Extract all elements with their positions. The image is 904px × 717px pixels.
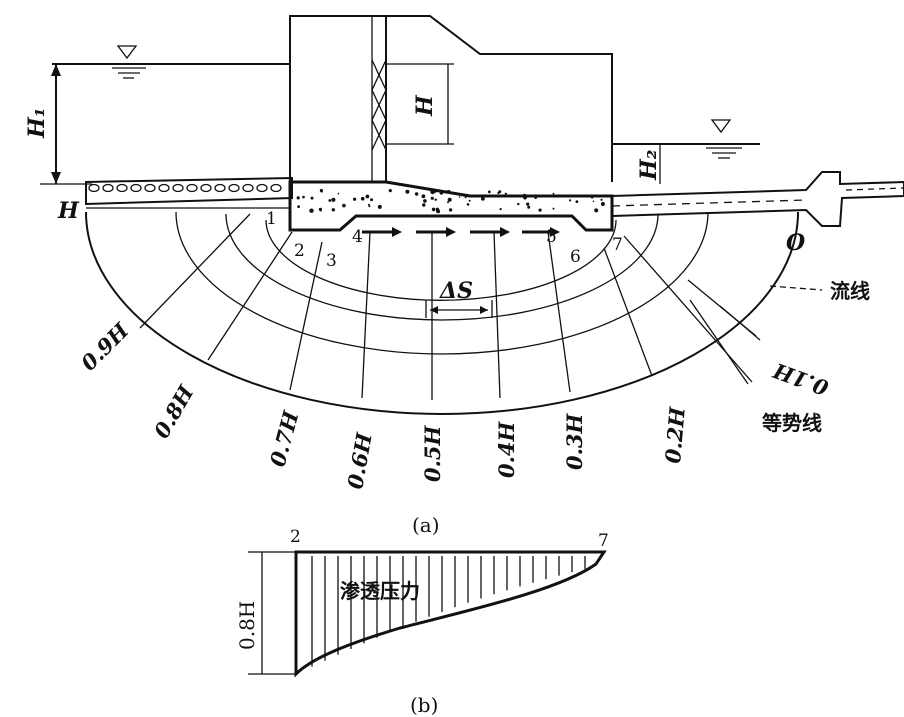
point-6: 6: [570, 247, 581, 267]
equipotential-lines: [139, 213, 761, 400]
flow-net-figure-a: H₁ H H H₂: [24, 15, 904, 537]
pressure-distribution-shape: [294, 550, 607, 678]
h1-label: H₁: [24, 108, 50, 139]
point-5: 5: [546, 227, 557, 247]
equipotential-0-1h: 0.1H: [769, 358, 832, 401]
point-2-b: 2: [290, 527, 301, 547]
caption-b: (b): [410, 693, 438, 717]
downstream-water-level-symbol: [710, 119, 732, 134]
h2-label: H₂: [636, 150, 662, 181]
point-1: 1: [266, 209, 277, 229]
equipotential-0-4h: 0.4H: [494, 420, 519, 478]
headwater-h-label: H: [57, 198, 80, 224]
point-2: 2: [294, 241, 305, 261]
equipotential-0-9h: 0.9H: [76, 317, 134, 375]
equipotential-0-2h: 0.2H: [660, 405, 690, 464]
delta-s-marker: ΔS: [425, 278, 493, 318]
equipotential-0-3h: 0.3H: [562, 412, 587, 470]
downstream-apron: [611, 171, 904, 227]
seepage-arrows: [362, 227, 560, 237]
flow-line-label: 流线: [830, 279, 870, 303]
delta-s-label: ΔS: [439, 278, 473, 304]
concrete-floor: [288, 180, 614, 232]
equipotential-0-5h: 0.5H: [420, 424, 445, 482]
caption-a: (a): [412, 513, 440, 537]
point-3: 3: [326, 251, 337, 271]
equipotential-line-label: 等势线: [762, 411, 822, 435]
equipotential-0-7h: 0.7H: [265, 407, 304, 469]
tailwater-o-label: O: [786, 230, 805, 256]
upstream-water-level-symbol: [116, 45, 138, 60]
equipotential-0-8h: 0.8H: [149, 380, 199, 442]
head-h-label: H: [412, 94, 438, 117]
uplift-pressure-figure-b: 0.8H 2 7 渗透压力 (b): [235, 527, 609, 717]
flow-lines: [85, 211, 799, 415]
upstream-blanket: [85, 176, 293, 206]
height-label-0-8h: 0.8H: [235, 601, 259, 650]
point-7: 7: [612, 235, 623, 255]
point-4: 4: [352, 227, 363, 247]
uplift-pressure-label: 渗透压力: [340, 579, 420, 603]
point-7-b: 7: [598, 531, 609, 551]
sluice-structure: H: [289, 15, 613, 183]
equipotential-0-6h: 0.6H: [342, 430, 377, 491]
